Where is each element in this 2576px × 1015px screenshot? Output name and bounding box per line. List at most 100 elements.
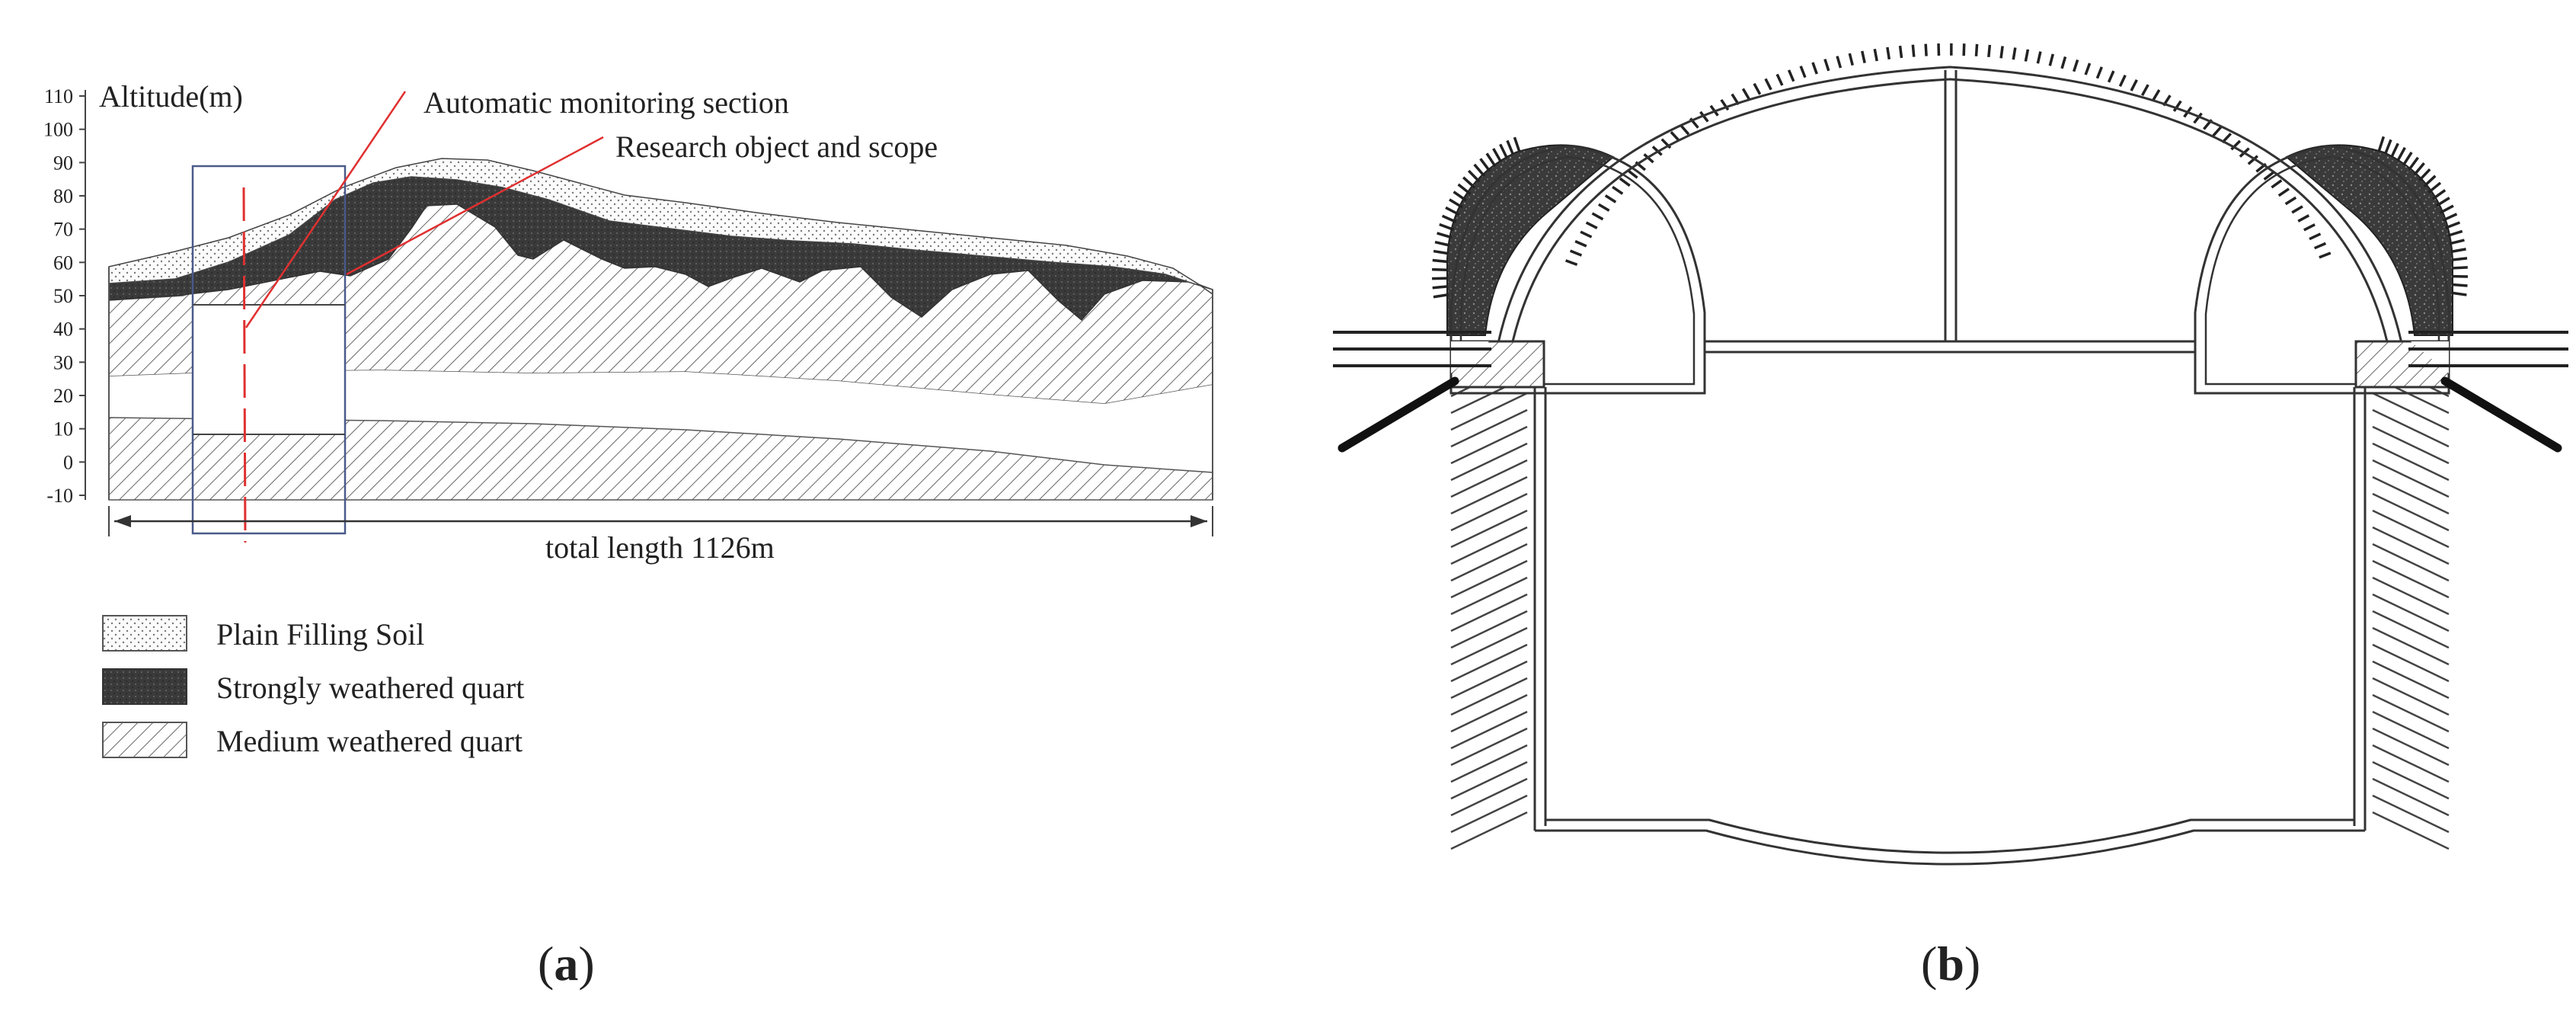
rock-hatch-line: [1450, 442, 1528, 482]
anchor-mark: [1720, 98, 1730, 111]
anchor-mark: [2451, 257, 2468, 261]
anchor-mark: [2390, 142, 2399, 158]
rock-hatch-line: [1450, 643, 1528, 683]
anchor-mark: [1564, 259, 1578, 266]
altitude-tick-label: -10: [46, 485, 73, 507]
anchor-mark: [2118, 75, 2127, 87]
anchor-mark: [1764, 78, 1772, 91]
total-length-label: total length 1126m: [545, 530, 775, 565]
research-scope-box: [191, 165, 347, 535]
caption-b: (b): [1921, 937, 1980, 991]
anchor-mark: [2277, 187, 2290, 197]
anchor-mark: [2073, 59, 2079, 72]
anchor-mark: [2452, 266, 2468, 270]
rock-hatch-line: [2372, 425, 2450, 465]
main-arch-outer: [1491, 66, 2408, 374]
rock-hatch-line: [2372, 693, 2450, 733]
rock-hatch-line: [2372, 475, 2450, 515]
anchor-mark: [2439, 204, 2454, 215]
legend: Plain Filling Soil Strongly weathered qu…: [102, 615, 524, 758]
anchor-mark: [1574, 240, 1587, 248]
rock-hatch-line: [1450, 660, 1528, 700]
anchor-mark: [1591, 212, 1604, 221]
rock-hatch-line: [2372, 593, 2450, 632]
anchor-mark: [1479, 158, 1491, 172]
anchor-mark: [2431, 189, 2447, 200]
pilot-tunnel-left-inner: [1459, 155, 1695, 386]
rock-hatch-line: [2372, 760, 2450, 800]
rock-hatch-line: [1450, 509, 1528, 549]
anchor-mark: [1485, 152, 1497, 168]
annotation-research-object: Research object and scope: [615, 130, 938, 164]
anchor-mark: [1670, 131, 1681, 142]
anchor-mark: [1898, 45, 1903, 59]
rock-hatch-line: [2372, 744, 2450, 783]
anchor-mark: [2445, 221, 2461, 229]
legend-item-strongly-weathered: Strongly weathered quart: [102, 668, 524, 705]
anchor-mark: [2442, 213, 2458, 222]
rock-hatch-line: [1450, 576, 1528, 616]
rock-hatch-line: [1450, 408, 1528, 448]
legend-item-medium-weathered: Medium weathered quart: [102, 722, 523, 758]
anchor-mark: [2309, 232, 2322, 241]
rock-hatch-line: [1450, 610, 1528, 649]
anchor-mark: [2247, 155, 2259, 165]
total-length-dimension: total length 1126m: [108, 506, 1213, 565]
legend-item-plain-filling-soil: Plain Filling Soil: [102, 615, 424, 652]
altitude-tick-label: 110: [44, 85, 73, 107]
anchor-mark: [2418, 168, 2431, 181]
anchor-mark: [1445, 206, 1460, 216]
rock-hatching-right: [2372, 358, 2450, 850]
invert-inner: [1545, 818, 2354, 854]
anchor-mark: [1699, 110, 1709, 123]
anchor-mark: [1433, 293, 1449, 299]
altitude-tick-label: 0: [63, 451, 73, 473]
anchor-mark: [2212, 125, 2223, 137]
altitude-tick-label: 80: [53, 185, 73, 207]
anchor-mark: [1811, 62, 1818, 75]
anchor-mark: [2152, 89, 2161, 101]
clear-band: [109, 370, 1213, 472]
anchor-mark: [1492, 148, 1503, 163]
anchor-mark: [2060, 56, 2067, 69]
anchor-mark: [1598, 203, 1610, 212]
anchor-mark: [1585, 221, 1598, 229]
rock-hatch-line: [1450, 392, 1528, 431]
rock-hatch-line: [2372, 677, 2450, 716]
anchor-mark: [2319, 251, 2332, 259]
rock-hatch-line: [2372, 559, 2450, 599]
anchor-mark: [1432, 285, 1448, 290]
anchor-mark: [1741, 88, 1750, 101]
anchor-mark: [2413, 162, 2425, 176]
anchor-mark: [2435, 197, 2450, 207]
anchor-mark: [1462, 176, 1476, 189]
rock-hatch-line: [1450, 559, 1528, 599]
anchor-mark: [1886, 46, 1891, 60]
anchor-mark: [2012, 47, 2017, 60]
anchor-mark: [2450, 248, 2466, 254]
anchor-mark: [1432, 258, 1448, 264]
anchor-mark: [2230, 139, 2242, 151]
anchor-mark: [2095, 66, 2103, 79]
rock-hatch-line: [2372, 610, 2450, 649]
leader-research: [346, 136, 604, 276]
anchor-mark: [1439, 223, 1455, 232]
pilot-tunnel-right-outer: [2194, 145, 2450, 395]
anchor-marks-right: [2377, 136, 2469, 296]
anchor-mark: [2193, 112, 2203, 124]
anchor-mark: [1437, 232, 1453, 239]
rock-hatch-line: [1450, 727, 1528, 767]
rock-hatch-line: [2372, 492, 2450, 532]
rock-hatch-line: [1450, 626, 1528, 666]
caption-a: (a): [538, 937, 595, 991]
rock-hatch-line: [2372, 660, 2450, 700]
rock-hatch-line: [1450, 677, 1528, 716]
anchor-marks-crown: [1564, 43, 2332, 266]
anchor-mark: [2263, 171, 2275, 181]
anchor-mark: [1513, 136, 1521, 152]
anchor-mark: [1619, 177, 1631, 187]
anchor-mark: [2130, 78, 2138, 91]
rock-hatch-line: [1450, 459, 1528, 498]
